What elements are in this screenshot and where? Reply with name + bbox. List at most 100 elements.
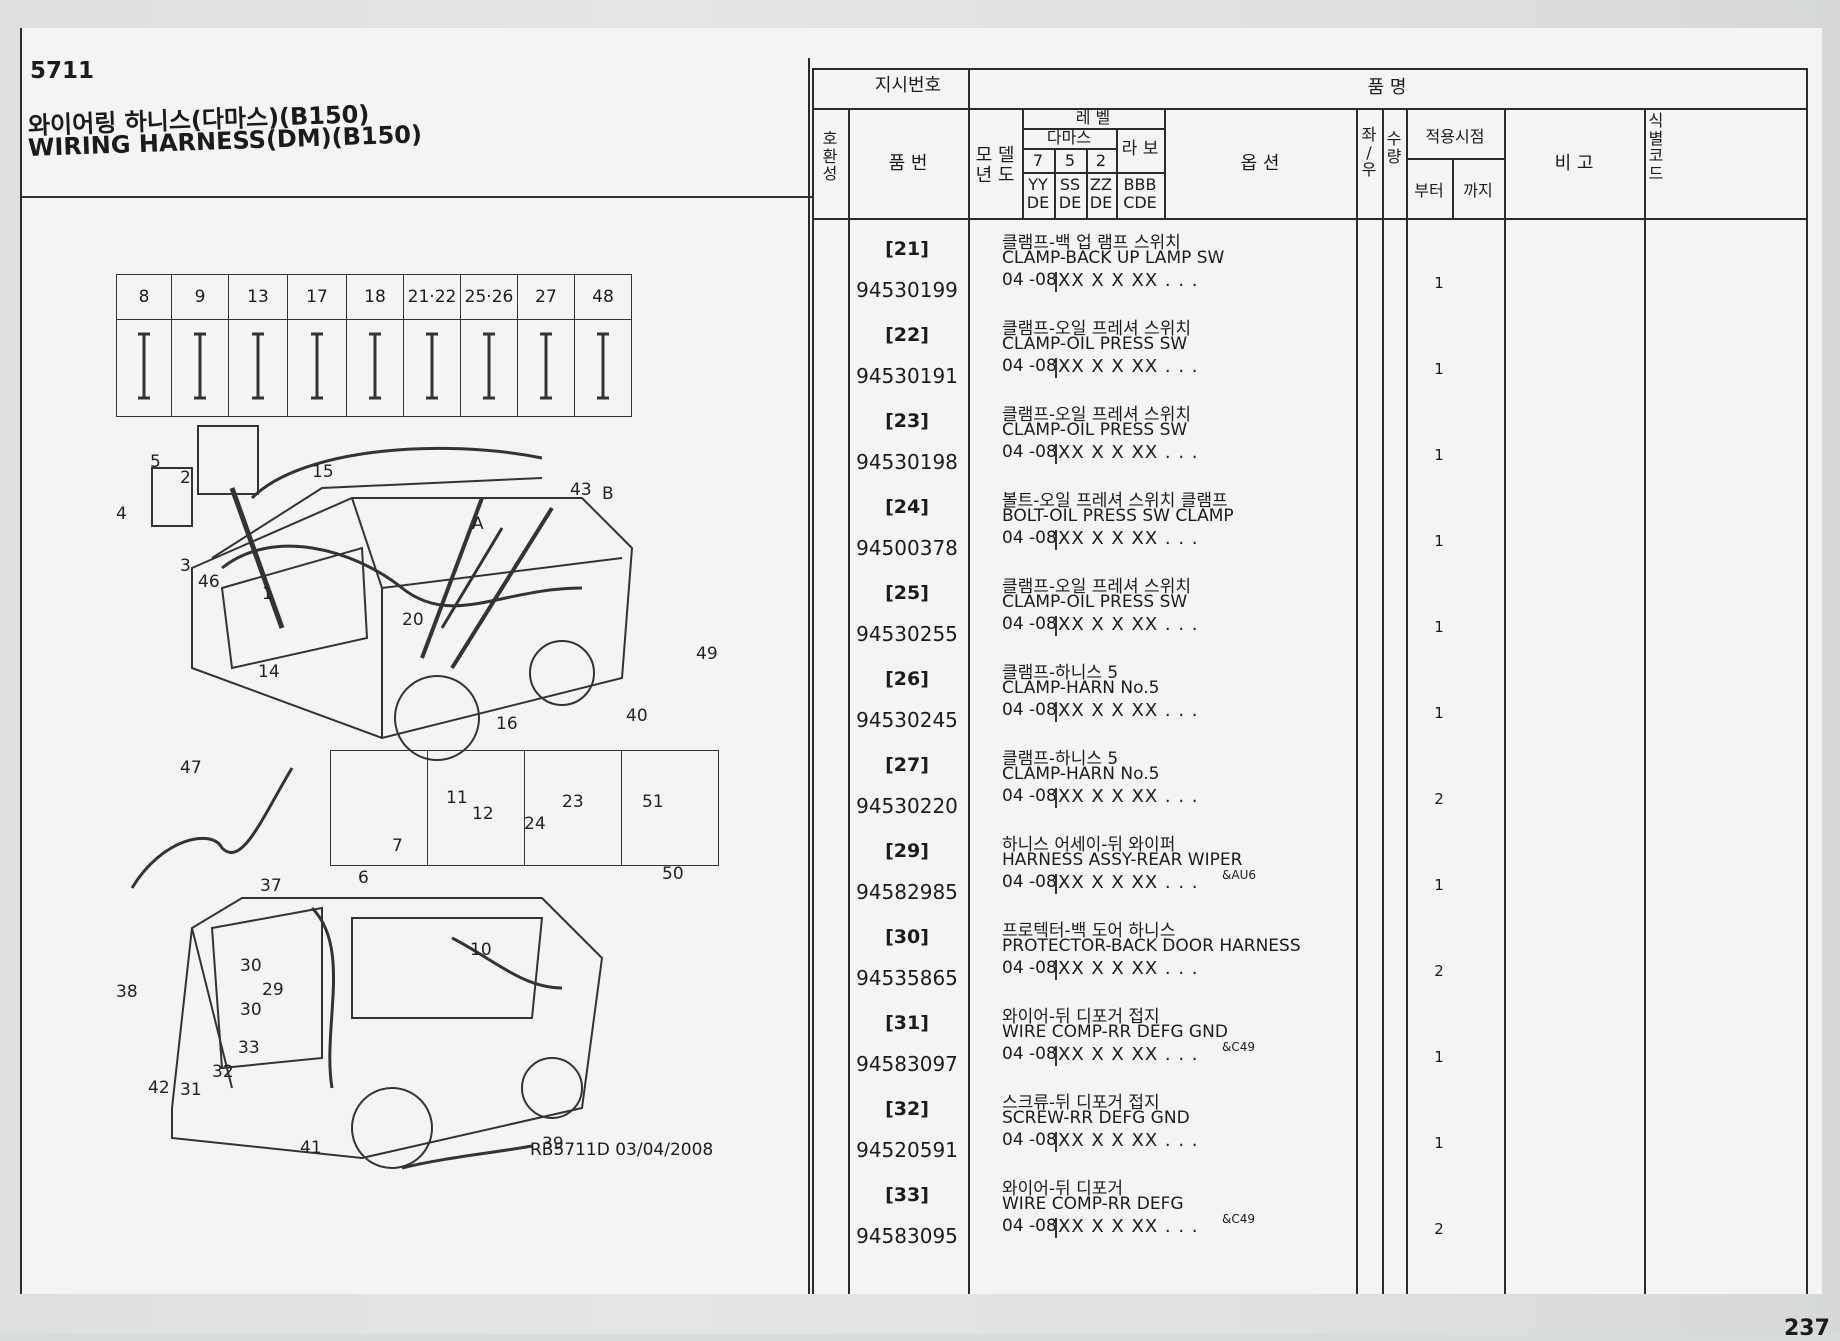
part-seq-number: [22]	[885, 324, 929, 346]
callout: 49	[696, 644, 718, 664]
sub-clip-table	[330, 750, 719, 866]
header-from: 부터	[1414, 181, 1444, 200]
part-seq-number: [25]	[885, 582, 929, 604]
sub-clip-cell	[621, 750, 719, 866]
part-name-korean: 와이어-뒤 디포거	[1002, 1179, 1124, 1199]
model-year: 04 -08	[1002, 786, 1057, 806]
clip-legend-icon	[574, 319, 632, 417]
table-rule	[812, 68, 814, 1294]
callout: 20	[402, 610, 424, 630]
part-name-korean: 하니스 어세이-뒤 와이퍼	[1002, 835, 1176, 855]
part-seq-number: [33]	[885, 1184, 929, 1206]
pane-divider	[808, 58, 810, 1294]
table-rule	[1054, 148, 1056, 218]
part-name-korean: 클램프-오일 프레셔 스위치	[1002, 405, 1191, 425]
clip-legend-icon	[171, 319, 229, 417]
header-part-no: 품 번	[888, 153, 928, 174]
table-rule	[1022, 172, 1164, 174]
clip-legend-label: 18	[346, 274, 404, 320]
applicability: XX X X XX . . .	[1054, 700, 1199, 722]
applicability: XX X X XX . . .	[1054, 442, 1199, 464]
part-number: 94583095	[856, 1224, 958, 1248]
model-year: 04 -08	[1002, 356, 1057, 376]
applicability: XX X X XX . . .	[1054, 1130, 1199, 1152]
callout: 37	[260, 876, 282, 896]
part-name-english: SCREW-RR DEFG GND	[1002, 1108, 1190, 1128]
part-seq-number: [29]	[885, 840, 929, 862]
table-rule	[848, 108, 850, 1294]
callout: 30	[240, 956, 262, 976]
callout: 32	[212, 1062, 234, 1082]
model-year: 04 -08	[1002, 1130, 1057, 1150]
header-remark: 비 고	[1554, 153, 1594, 174]
part-name-english: CLAMP-OIL PRESS SW	[1002, 592, 1188, 612]
part-name-korean: 클램프-오일 프레셔 스위치	[1002, 577, 1191, 597]
header-qty: 수 량	[1386, 129, 1402, 166]
part-number: 94583097	[856, 1052, 958, 1076]
callout: 5	[150, 452, 161, 472]
clip-legend-icon	[403, 319, 461, 417]
part-number: 94530220	[856, 794, 958, 818]
applicability: XX X X XX . . .	[1054, 528, 1199, 550]
part-seq-number: [32]	[885, 1098, 929, 1120]
table-rule	[1806, 68, 1808, 1294]
model-year: 04 -08	[1002, 958, 1057, 978]
header-model-year: 모 델 년 도	[975, 145, 1015, 186]
part-seq-number: [30]	[885, 926, 929, 948]
part-name-english: CLAMP-HARN No.5	[1002, 678, 1160, 698]
part-number: 94530245	[856, 708, 958, 732]
callout: 10	[470, 940, 492, 960]
part-seq-number: [31]	[885, 1012, 929, 1034]
table-rule	[1086, 148, 1088, 218]
clip-legend-icon	[346, 319, 404, 417]
quantity: 2	[1434, 790, 1444, 808]
clip-legend-label: 17	[287, 274, 347, 320]
quantity: 1	[1434, 876, 1444, 894]
part-number: 94520591	[856, 1138, 958, 1162]
table-rule	[1022, 148, 1116, 150]
table-rule	[968, 68, 970, 1294]
parts-table: 지시번호 품 명 호 환 성 품 번 모 델 년 도 레 벨 다마스 라 보 7…	[812, 68, 1808, 1294]
clip-legend-label: 48	[574, 274, 632, 320]
callout: 14	[258, 662, 280, 682]
table-rule	[1116, 128, 1118, 218]
header-labo: 라 보	[1121, 139, 1159, 159]
header-code-yyde: YY DE	[1026, 175, 1050, 212]
callout: 2	[180, 468, 191, 488]
applicability: XX X X XX . . .	[1054, 614, 1199, 636]
callout: 33	[238, 1038, 260, 1058]
model-year: 04 -08	[1002, 872, 1057, 892]
part-number: 94535865	[856, 966, 958, 990]
callout: 23	[562, 792, 584, 812]
callout: 42	[148, 1078, 170, 1098]
clip-legend-label: 27	[517, 274, 575, 320]
part-number: 94582985	[856, 880, 958, 904]
part-name-korean: 프로텍터-백 도어 하니스	[1002, 921, 1176, 941]
part-name-korean: 클램프-백 업 램프 스위치	[1002, 233, 1181, 253]
part-seq-number: [24]	[885, 496, 929, 518]
header-instruction-no: 지시번호	[874, 75, 942, 96]
header-to: 까지	[1463, 181, 1493, 200]
callout: 31	[180, 1080, 202, 1100]
part-number: 94530199	[856, 278, 958, 302]
catalog-number: 5711	[30, 58, 95, 84]
part-name-korean: 볼트-오일 프레셔 스위치 클램프	[1002, 491, 1228, 511]
part-seq-number: [27]	[885, 754, 929, 776]
quantity: 1	[1434, 446, 1444, 464]
header-level-5: 5	[1064, 151, 1076, 170]
header-item-name: 품 명	[1367, 77, 1407, 98]
callout: B	[602, 484, 614, 504]
callout: 15	[312, 462, 334, 482]
callout: 24	[524, 814, 546, 834]
table-rule	[1022, 108, 1024, 218]
applicability: XX X X XX . . .	[1054, 1044, 1199, 1066]
part-name-korean: 스크류-뒤 디포거 접지	[1002, 1093, 1160, 1113]
callout: 30	[240, 1000, 262, 1020]
applicability: XX X X XX . . .	[1054, 958, 1199, 980]
table-rule	[812, 108, 1808, 110]
part-name-english: HARNESS ASSY-REAR WIPER	[1002, 850, 1243, 870]
